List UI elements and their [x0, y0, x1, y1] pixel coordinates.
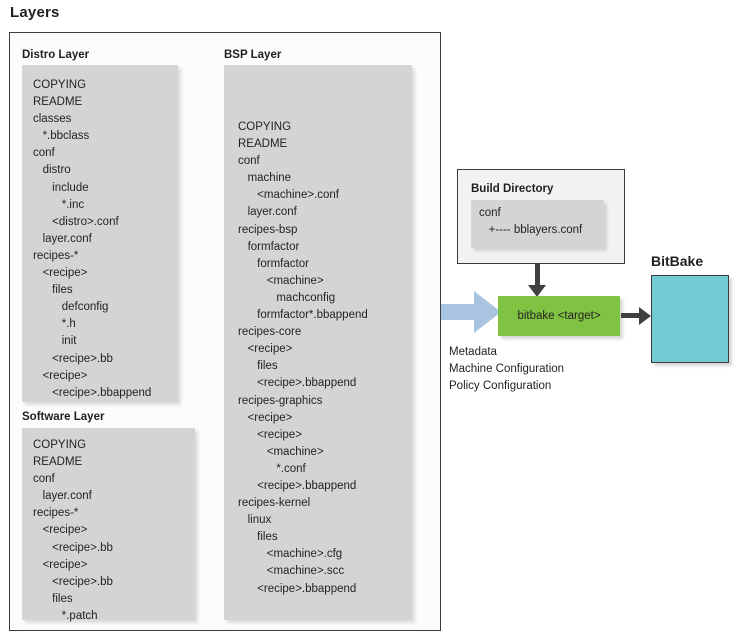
tree-line: <machine>.cfg: [238, 548, 343, 561]
distro-layer-tree: COPYING README classes *.bbclass conf distr…: [33, 77, 151, 402]
tree-line: <machine>: [238, 274, 324, 287]
tree-line: files: [33, 592, 73, 605]
tree-line: <distro>.conf: [33, 215, 119, 228]
tree-line: classes: [33, 113, 72, 126]
tree-line: recipes-*: [33, 249, 79, 262]
tree-line: layer.conf: [33, 490, 92, 503]
tree-line: *.h: [33, 318, 76, 331]
build-directory-panel: [471, 200, 604, 248]
tree-line: <recipe>: [33, 267, 88, 280]
tree-line: *.bbclass: [33, 130, 90, 143]
bsp-layer-title: BSP Layer: [224, 49, 282, 61]
metadata-input-arrow-icon: [441, 291, 501, 333]
arrow-right-shaft-icon: [621, 313, 643, 318]
tree-line: layer.conf: [238, 206, 297, 219]
tree-line: include: [33, 181, 89, 194]
bitbake-command-label: bitbake <target>: [517, 310, 601, 322]
software-layer-title: Software Layer: [22, 411, 105, 423]
bitbake-box: [651, 275, 729, 363]
tree-line: README: [33, 456, 83, 469]
tree-line: <recipe>.bb: [33, 575, 113, 588]
tree-line: <recipe>.bbappend: [238, 582, 357, 595]
tree-line: <recipe>: [238, 428, 302, 441]
tree-line: COPYING: [33, 439, 87, 451]
arrow-down-shaft-icon: [535, 264, 540, 290]
tree-line: <recipe>.bbappend: [238, 479, 357, 492]
tree-line: <recipe>: [33, 524, 88, 537]
arrow-down-head-icon: [528, 285, 546, 297]
tree-line: <recipe>: [238, 343, 293, 356]
tree-line: distro: [33, 164, 71, 177]
tree-line: recipes-graphics: [238, 394, 323, 407]
bsp-layer-panel: [224, 65, 412, 620]
tree-line: Machine Configuration: [449, 363, 565, 376]
tree-line: files: [238, 360, 278, 373]
tree-line: conf: [238, 155, 260, 168]
tree-line: COPYING: [238, 121, 292, 133]
tree-line: recipes-bsp: [238, 223, 298, 236]
tree-line: COPYING: [33, 79, 87, 91]
tree-line: defconfig: [33, 301, 109, 314]
tree-line: <recipe>: [238, 411, 293, 424]
tree-line: <recipe>.bb: [33, 541, 113, 554]
tree-line: conf: [33, 473, 55, 486]
tree-line: <machine>.scc: [238, 565, 345, 578]
tree-line: init: [33, 335, 77, 348]
page-title: Layers: [10, 4, 60, 21]
tree-line: <recipe>.bb: [33, 352, 113, 365]
tree-line: formfactor: [238, 240, 300, 253]
tree-line: recipes-*: [33, 507, 79, 520]
tree-line: <machine>: [238, 445, 324, 458]
tree-line: README: [33, 96, 83, 109]
tree-line: <machine>.conf: [238, 189, 340, 202]
tree-line: *.inc: [33, 198, 85, 211]
bitbake-command-box: bitbake <target>: [498, 296, 620, 336]
tree-line: formfactor: [238, 257, 309, 270]
distro-layer-title: Distro Layer: [22, 49, 90, 61]
bsp-layer-tree: COPYING README conf machine <machine>.conf…: [238, 119, 368, 598]
tree-line: *.conf: [238, 462, 306, 475]
distro-layer-panel: [22, 65, 178, 402]
tree-line: <recipe>.bbappend: [238, 377, 357, 390]
arrow-right-head-icon: [639, 307, 651, 325]
tree-line: <recipe>: [33, 369, 88, 382]
tree-line: conf: [33, 147, 55, 160]
tree-line: files: [238, 531, 278, 544]
tree-line: +---- bblayers.conf: [479, 224, 583, 237]
tree-line: machine: [238, 172, 292, 185]
tree-line: *.patch: [33, 609, 98, 622]
tree-line: recipes-kernel: [238, 497, 311, 510]
tree-line: <recipe>: [33, 558, 88, 571]
build-directory-tree: conf +---- bblayers.conf: [479, 205, 582, 239]
tree-line: formfactor*.bbappend: [238, 309, 368, 322]
software-layer-tree: COPYING README conf layer.conf recipes-* <r…: [33, 437, 113, 625]
tree-line: <recipe>.bbappend: [33, 386, 152, 399]
tree-line: layer.conf: [33, 232, 92, 245]
tree-line: Policy Configuration: [449, 380, 552, 393]
tree-line: machconfig: [238, 291, 336, 304]
tree-line: files: [33, 284, 73, 297]
tree-line: conf: [479, 207, 501, 219]
software-layer-panel: [22, 428, 195, 620]
build-directory-title: Build Directory: [471, 183, 554, 195]
tree-line: README: [238, 138, 288, 151]
tree-line: recipes-core: [238, 326, 302, 339]
tree-line: Metadata: [449, 346, 497, 358]
bitbake-title: BitBake: [651, 253, 704, 269]
tree-line: linux: [238, 514, 272, 527]
